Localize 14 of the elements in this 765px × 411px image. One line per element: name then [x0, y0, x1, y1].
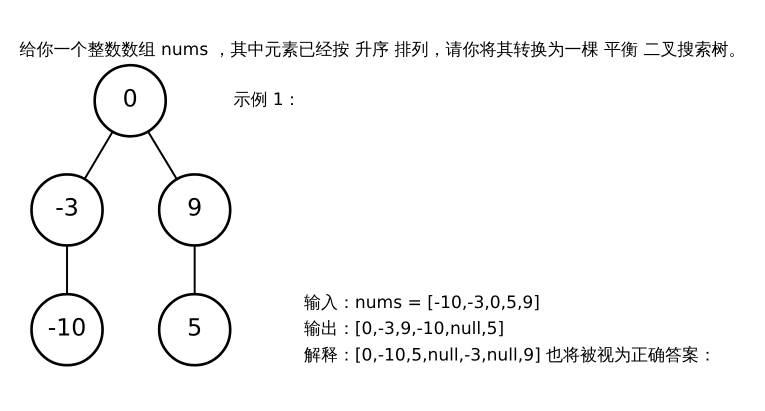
label: 输出：[0,-3,9,-10,null,5]: [304, 318, 504, 339]
connector: [84, 130, 114, 179]
node-circle: -3: [30, 172, 104, 246]
label: 解释：[0,-10,5,null,-3,null,9] 也将被视为正确答案：: [304, 344, 716, 365]
connector: [66, 245, 68, 294]
node-circle: -10: [30, 292, 104, 366]
connector: [194, 245, 196, 294]
label: 示例 1：: [233, 90, 301, 110]
diagram-title: 给你一个整数数组 nums ，其中元素已经按 升序 排列，请你将其转换为一棵 平衡 二叉搜索树。: [20, 40, 746, 60]
node-circle: 0: [93, 63, 168, 138]
connector: [147, 130, 178, 180]
node-circle: 5: [158, 292, 232, 366]
node-circle: 9: [158, 172, 232, 246]
label: 输入：nums = [-10,-3,0,5,9]: [304, 292, 540, 312]
